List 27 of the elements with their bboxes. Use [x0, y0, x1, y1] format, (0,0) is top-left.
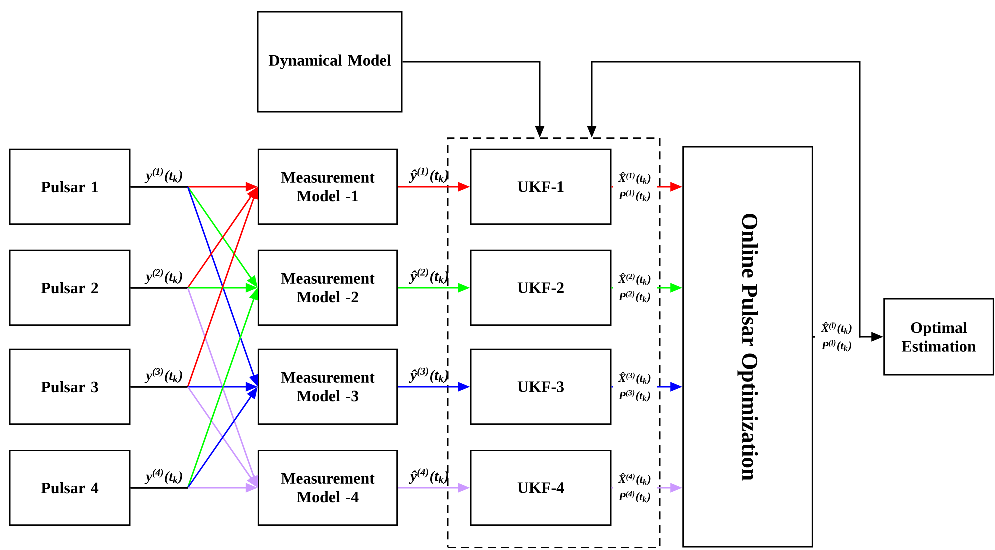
process-box: Online Pulsar Optimization: [682, 146, 814, 548]
edge-label: ŷ$^{(4)}$(t$_{k}$): [409, 468, 448, 484]
process-box: UKF-4: [470, 450, 612, 526]
dashed-group-box: [447, 138, 661, 548]
edge-label: y$^{(4)}$(t$_{k}$): [144, 469, 182, 484]
process-box: Optimal Estimation: [884, 298, 994, 376]
process-box: Measurement Model -1: [258, 148, 398, 226]
process-box: Measurement Model -4: [258, 450, 398, 526]
edge-label: X̂$^{(3)}$(t$_{k}$) P$^{(3)}$(t$_{k}$): [613, 372, 657, 402]
edge-label: X̂$^{(l)}$(t$_{k}$) P$^{(l)}$(t$_{k}$): [815, 322, 859, 352]
edge-label: X̂$^{(2)}$(t$_{k}$) P$^{(2)}$(t$_{k}$): [613, 272, 657, 304]
edge-label: X̂$^{(4)}$(t$_{k}$) P$^{(4)}$(t$_{k}$): [613, 472, 657, 504]
process-box: Pulsar 4: [9, 450, 131, 526]
process-box: Pulsar 2: [9, 250, 131, 326]
process-box: Measurement Model -3: [258, 348, 398, 426]
process-box: UKF-2: [470, 250, 612, 326]
edge-label: X̂$^{(1)}$(t$_{k}$) P$^{(1)}$(t$_{k}$): [613, 172, 657, 202]
process-box: Measurement Model -2: [258, 250, 398, 326]
process-box: Pulsar 1: [9, 148, 131, 226]
edge-label: ŷ$^{(2)}$(t$_{k}$): [409, 268, 448, 284]
process-box: UKF-3: [470, 348, 612, 426]
process-box: Dynamical Model: [257, 11, 403, 113]
process-box: UKF-1: [470, 148, 612, 226]
edge-label: y$^{(1)}$(t$_{k}$): [144, 168, 182, 184]
process-box: Pulsar 3: [9, 348, 131, 426]
edge-label: y$^{(3)}$(t$_{k}$): [144, 368, 182, 384]
edge-label: y$^{(2)}$(t$_{k}$): [144, 269, 182, 284]
